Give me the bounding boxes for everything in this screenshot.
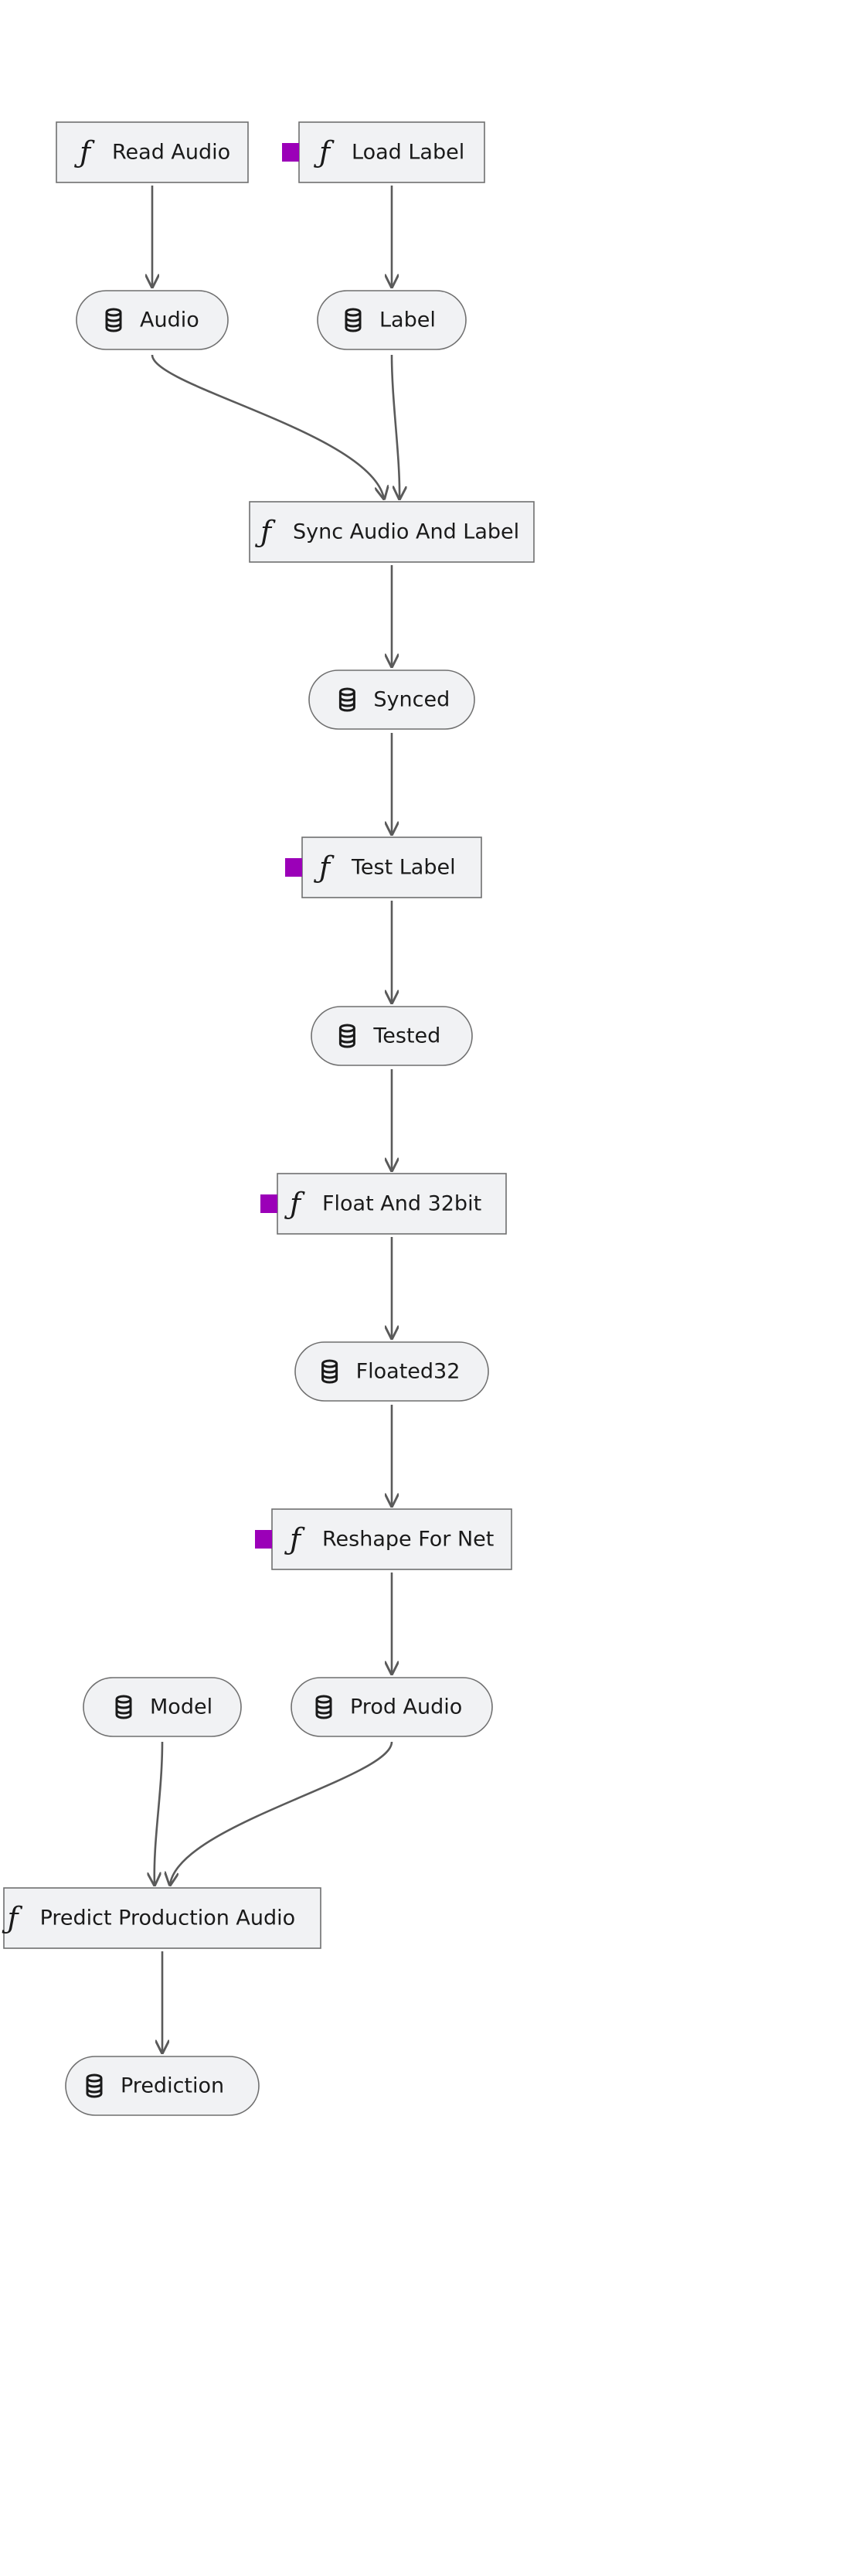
- database-icon: [338, 687, 355, 712]
- edge-audio-to-sync-audio-and-label: [151, 354, 384, 499]
- node-label: Synced: [373, 688, 450, 712]
- node-label: Test Label: [351, 856, 456, 880]
- database-icon: [338, 1024, 355, 1048]
- function-node-box: [298, 121, 485, 183]
- node-tested[interactable]: Tested: [311, 1006, 473, 1066]
- edges-layer: [152, 186, 399, 2053]
- node-label: Floated32: [356, 1360, 461, 1384]
- dataset-node-pill: [311, 1006, 473, 1066]
- function-node-box: [249, 501, 535, 563]
- database-icon: [105, 308, 122, 332]
- function-node-box: [271, 1508, 512, 1570]
- node-marker: [282, 143, 299, 162]
- node-label: Tested: [372, 1024, 440, 1048]
- node-label: Reshape For Net: [322, 1528, 494, 1552]
- function-node-box: [56, 121, 249, 183]
- dataset-node-pill: [76, 290, 229, 350]
- node-label: Predict Production Audio: [40, 1906, 296, 1930]
- dataset-node-pill: [308, 670, 475, 730]
- node-floated32[interactable]: Floated32: [294, 1341, 489, 1402]
- node-label: Label: [379, 308, 436, 332]
- node-marker: [260, 1194, 277, 1213]
- dataset-node-pill: [291, 1677, 493, 1737]
- node-label: Load Label: [352, 141, 464, 165]
- node-marker: [255, 1530, 272, 1549]
- dataset-node-pill: [65, 2056, 260, 2116]
- database-icon: [321, 1359, 338, 1384]
- database-icon: [86, 2073, 103, 2098]
- node-model[interactable]: Model: [83, 1677, 242, 1737]
- edge-prod-audio-to-predict-production-audio: [170, 1741, 393, 1885]
- edge-label-to-sync-audio-and-label: [390, 354, 399, 499]
- dataset-node-pill: [83, 1677, 242, 1737]
- node-prod-audio[interactable]: Prod Audio: [291, 1677, 493, 1737]
- node-marker: [285, 858, 302, 877]
- node-label: Audio: [140, 308, 199, 332]
- node-label: Float And 32bit: [322, 1192, 481, 1216]
- node-audio[interactable]: Audio: [76, 290, 229, 350]
- node-label: Prediction: [121, 2074, 224, 2098]
- function-node-box: [277, 1173, 507, 1235]
- edge-model-to-predict-production-audio: [155, 1741, 164, 1885]
- function-node-box: [3, 1887, 321, 1949]
- database-icon: [115, 1695, 132, 1719]
- node-label: Model: [150, 1695, 212, 1719]
- node-label[interactable]: Label: [317, 290, 467, 350]
- node-label: Prod Audio: [350, 1695, 462, 1719]
- node-synced[interactable]: Synced: [308, 670, 475, 730]
- node-prediction[interactable]: Prediction: [65, 2056, 260, 2116]
- function-node-box: [301, 837, 482, 898]
- database-icon: [315, 1695, 332, 1719]
- node-label: Sync Audio And Label: [293, 520, 519, 544]
- node-label: Read Audio: [112, 141, 230, 165]
- dataset-node-pill: [294, 1341, 489, 1402]
- dataset-node-pill: [317, 290, 467, 350]
- database-icon: [345, 308, 362, 332]
